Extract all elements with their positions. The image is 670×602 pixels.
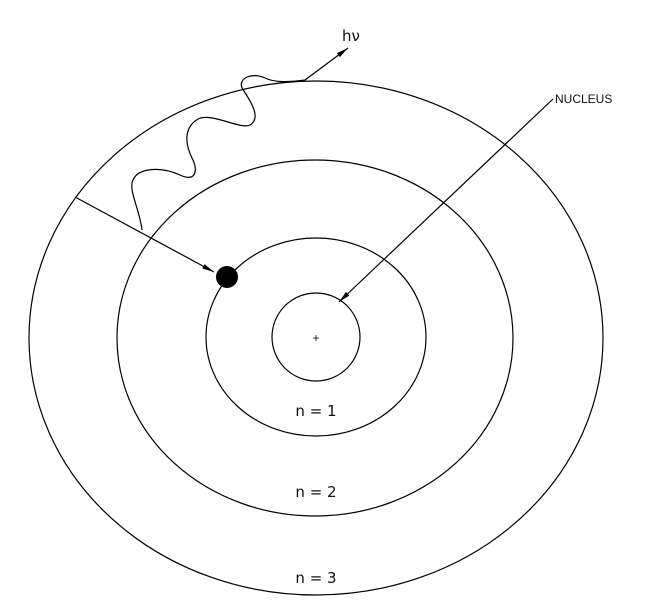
photon-wave (131, 47, 349, 231)
electron-transition-arrow (74, 196, 215, 273)
orbit-n3 (28, 80, 604, 596)
orbit-n2 (116, 159, 514, 517)
electron (216, 266, 238, 288)
nucleus (271, 292, 361, 382)
orbit-label-n1: n = 1 (295, 402, 336, 420)
nucleus-pointer-arrow (338, 98, 554, 303)
orbit-n1 (205, 237, 427, 437)
nucleus-label: NUCLEUS (555, 92, 612, 106)
nucleus-charge: + (312, 331, 319, 345)
photon-label: hν (342, 27, 360, 45)
orbit-label-n2: n = 2 (295, 483, 336, 501)
orbit-label-n3: n = 3 (295, 569, 336, 587)
